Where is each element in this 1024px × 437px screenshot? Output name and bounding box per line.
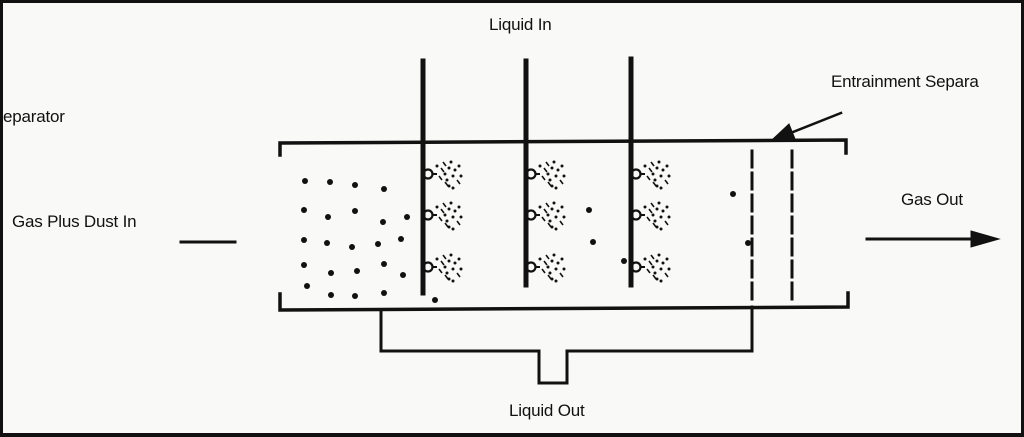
spray-nozzle [630, 201, 671, 231]
liquid-out-label: Liquid Out [509, 401, 585, 420]
entrainment-separator-label: Entrainment Separa [831, 72, 979, 91]
spray-nozzle [525, 253, 566, 283]
gas-plus-dust-in-label: Gas Plus Dust In [12, 212, 137, 231]
dust-particle [352, 182, 358, 188]
dust-particle [301, 262, 307, 268]
dust-particle [328, 292, 334, 298]
vessel-bottom-wall [278, 291, 850, 312]
liquid-in-label: Liquid In [489, 15, 552, 34]
liquid-out-drain [379, 305, 754, 385]
spray-nozzle [422, 201, 463, 231]
dust-particle [324, 240, 330, 246]
dust-particle [404, 214, 410, 220]
scrubber-diagram [179, 56, 1001, 385]
dust-particle [354, 268, 360, 274]
spray-nozzle [525, 160, 566, 190]
dust-particle [621, 258, 627, 264]
dust-particle [375, 241, 381, 247]
spray-nozzle [630, 160, 671, 190]
dust-particle [381, 186, 387, 192]
dust-particle [432, 297, 438, 303]
spray-nozzle [630, 253, 671, 283]
dust-particle [325, 214, 331, 220]
separator-fragment-label: eparator [3, 107, 65, 126]
dust-particle [745, 240, 751, 246]
vessel-top-wall [278, 138, 848, 157]
dust-particle [398, 236, 404, 242]
dust-particle [381, 290, 387, 296]
dust-particle [730, 191, 736, 197]
spray-nozzle [422, 253, 463, 283]
dust-particle [586, 207, 592, 213]
dust-particle [302, 178, 308, 184]
dust-particle [327, 179, 333, 185]
dust-particle [590, 239, 596, 245]
dust-particle [400, 272, 406, 278]
spray-nozzle [422, 160, 463, 190]
dust-particle [352, 208, 358, 214]
gas-out-arrow-head [970, 230, 1001, 248]
dust-particle [380, 219, 386, 225]
dust-particle [352, 293, 358, 299]
separator-pointer-line [786, 111, 843, 136]
separator-pointer-head [771, 123, 796, 140]
dust-particle [328, 270, 334, 276]
dust-particle [304, 283, 310, 289]
spray-nozzle [525, 201, 566, 231]
dust-particle [349, 244, 355, 250]
dust-particle [301, 237, 307, 243]
dust-particle [381, 261, 387, 267]
gas-out-label: Gas Out [901, 190, 963, 209]
dust-particle [301, 207, 307, 213]
